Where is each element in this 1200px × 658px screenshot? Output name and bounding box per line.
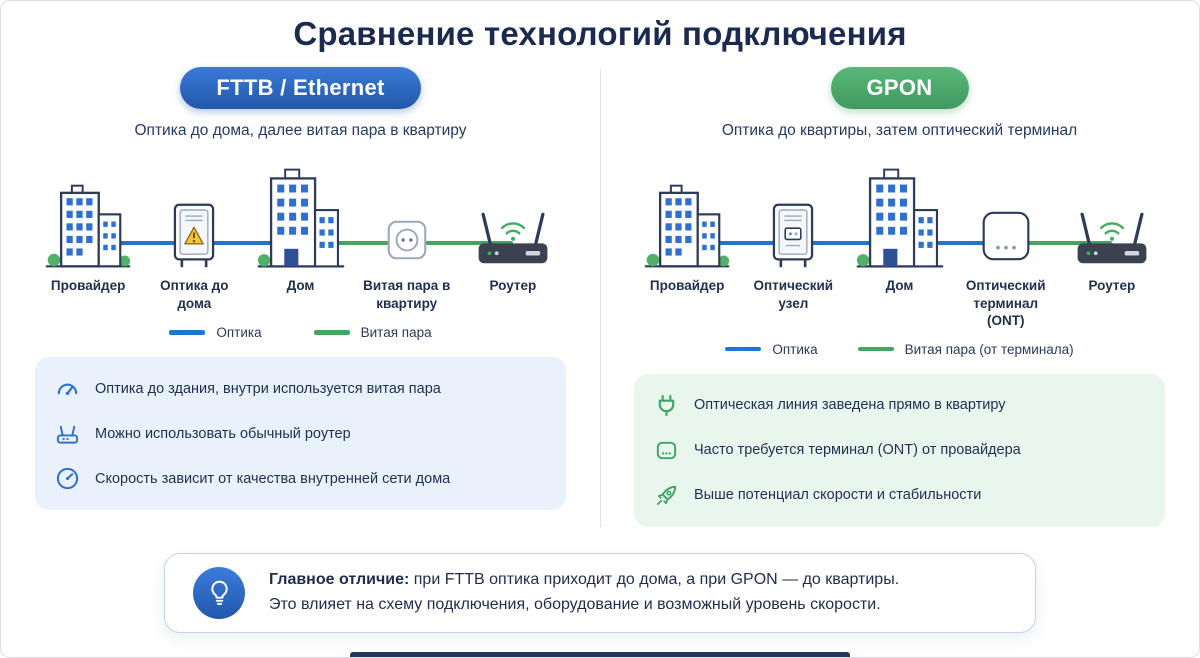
- provider-building-icon: [45, 182, 131, 270]
- node-label: Витая пара в квартиру: [363, 278, 451, 311]
- apartment-building-icon: [257, 166, 345, 270]
- legend-label: Витая пара: [360, 325, 432, 340]
- optics-line: [687, 241, 1006, 245]
- diagram-node-street-cabinet: [141, 202, 247, 270]
- page-title: Сравнение технологий подключения: [293, 15, 907, 52]
- ont-terminal-icon: [981, 210, 1031, 262]
- legend-item-twisted-pair: Витая пара: [313, 325, 432, 340]
- gpon-diagram: Провайдер Оптический узел Дом Оптический…: [634, 154, 1165, 330]
- feature-row: Оптика до здания, внутри используется ви…: [55, 366, 546, 411]
- feature-row: Оптическая линия заведена прямо в кварти…: [654, 383, 1145, 428]
- fttb-diagram-labels: Провайдер Оптика до дома Дом Витая пара …: [35, 277, 566, 313]
- router-icon: [55, 421, 80, 446]
- twisted-pair-line: [1005, 241, 1112, 245]
- node-label: Дом: [885, 278, 914, 293]
- gpon-badge: GPON: [830, 67, 969, 109]
- feature-text: Часто требуется терминал (ONT) от провай…: [694, 442, 1021, 459]
- feature-text: Оптическая линия заведена прямо в кварти…: [694, 397, 1006, 414]
- gpon-diagram-icons: [634, 154, 1165, 270]
- node-label: Роутер: [1088, 278, 1136, 293]
- diagram-node-optical-node: [740, 202, 846, 270]
- fttb-badge: FTTB / Ethernet: [180, 67, 421, 109]
- gauge-dial-icon: [55, 466, 80, 491]
- diagram-node-house: [846, 166, 952, 270]
- node-label: Провайдер: [50, 278, 126, 293]
- fttb-legend: Оптика Витая пара: [169, 325, 432, 340]
- gpon-feature-panel: Оптическая линия заведена прямо в кварти…: [634, 373, 1165, 527]
- fttb-diagram-icons: [35, 154, 566, 270]
- node-label: Оптика до дома: [160, 278, 229, 311]
- wifi-router-icon: [475, 207, 551, 267]
- feature-text: Можно использовать обычный роутер: [95, 425, 351, 442]
- callout-lead: Главное отличие:: [269, 570, 410, 588]
- node-label: Провайдер: [649, 278, 725, 293]
- node-label: Оптический узел: [753, 278, 834, 311]
- gpon-column: GPON Оптика до квартиры, затем оптически…: [600, 67, 1199, 527]
- feature-row: Можно использовать обычный роутер: [55, 411, 546, 456]
- gpon-diagram-labels: Провайдер Оптический узел Дом Оптический…: [634, 277, 1165, 330]
- feature-text: Оптика до здания, внутри используется ви…: [95, 380, 441, 397]
- wifi-router-icon: [1074, 207, 1150, 267]
- rocket-icon: [654, 483, 679, 508]
- twisted-pair-swatch: [857, 346, 894, 352]
- diagram-node-outlet: [354, 220, 460, 270]
- diagram-node-router: [1059, 207, 1165, 270]
- diagram-node-ont: [953, 210, 1059, 270]
- callout-line1: при FTTB оптика приходит до дома, а при …: [409, 570, 900, 588]
- feature-row: Часто требуется терминал (ONT) от провай…: [654, 428, 1145, 473]
- feature-row: Выше потенциал скорости и стабильности: [654, 473, 1145, 518]
- legend-item-optics: Оптика: [169, 325, 262, 340]
- fttb-feature-panel: Оптика до здания, внутри используется ви…: [35, 357, 566, 510]
- legend-item-twisted-pair: Витая пара (от терминала): [857, 341, 1074, 357]
- callout-text: Главное отличие: при FTTB оптика приходи…: [269, 568, 899, 618]
- gpon-legend: Оптика Витая пара (от терминала): [725, 341, 1074, 357]
- feature-row: Скорость зависит от качества внутренней …: [55, 456, 546, 501]
- comparison-columns: FTTB / Ethernet Оптика до дома, далее ви…: [1, 67, 1199, 527]
- lightbulb-badge: [193, 566, 245, 619]
- legend-label: Оптика: [772, 341, 818, 357]
- legend-item-optics: Оптика: [725, 341, 818, 357]
- twisted-pair-swatch: [313, 330, 350, 335]
- lightbulb-icon: [206, 579, 233, 606]
- fttb-subtitle: Оптика до дома, далее витая пара в кварт…: [134, 122, 467, 139]
- node-label: Дом: [286, 278, 315, 293]
- fiber-plug-icon: [654, 393, 679, 418]
- ont-box-icon: [654, 438, 679, 463]
- column-divider: [600, 69, 601, 527]
- fttb-column: FTTB / Ethernet Оптика до дома, далее ви…: [1, 67, 600, 510]
- diagram-node-provider: [634, 182, 740, 270]
- diagram-node-router: [460, 207, 566, 270]
- fttb-diagram: Провайдер Оптика до дома Дом Витая пара …: [35, 154, 566, 313]
- optical-node-cabinet-icon: [767, 202, 819, 270]
- key-difference-callout: Главное отличие: при FTTB оптика приходи…: [164, 552, 1036, 633]
- node-label: Роутер: [489, 278, 537, 293]
- speedometer-icon: [55, 376, 80, 401]
- optics-swatch: [725, 346, 762, 352]
- apartment-building-icon: [856, 166, 944, 270]
- feature-text: Скорость зависит от качества внутренней …: [95, 470, 451, 487]
- street-cabinet-icon: [168, 202, 220, 270]
- provider-building-icon: [644, 182, 730, 270]
- legend-label: Оптика: [216, 325, 262, 340]
- gpon-subtitle: Оптика до квартиры, затем оптический тер…: [721, 122, 1078, 139]
- diagram-node-house: [247, 166, 353, 270]
- wall-outlet-icon: [387, 220, 427, 260]
- node-label: Оптический терминал (ONT): [965, 278, 1046, 329]
- bottom-accent-bar: [350, 652, 850, 657]
- legend-label: Витая пара (от терминала): [904, 341, 1074, 357]
- optics-swatch: [169, 330, 206, 335]
- callout-line2: Это влияет на схему подключения, оборудо…: [269, 595, 881, 613]
- diagram-node-provider: [35, 182, 141, 270]
- feature-text: Выше потенциал скорости и стабильности: [694, 487, 982, 504]
